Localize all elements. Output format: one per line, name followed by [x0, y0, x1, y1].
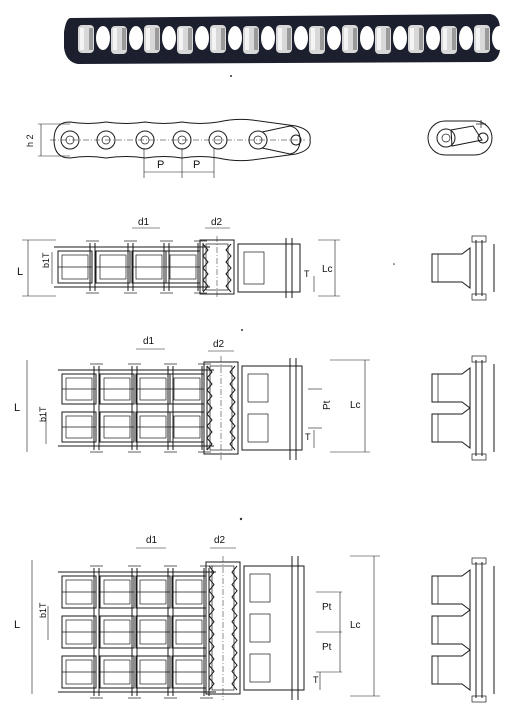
simplex-chain-plan [22, 227, 340, 298]
d2-label-duplex: d2 [213, 339, 225, 350]
L-label-simplex: L [17, 266, 23, 278]
b1T-label-duplex: b1T [38, 406, 48, 422]
b1T-label-simplex: b1T [41, 252, 51, 268]
d1-label-simplex: d1 [138, 217, 150, 228]
d1-label-triplex: d1 [146, 535, 158, 546]
pitch-label-2: P [193, 159, 200, 171]
L-label-duplex: L [14, 402, 20, 414]
Lc-label-simplex: Lc [322, 264, 333, 275]
roller-chain-photo [64, 14, 506, 64]
T-label-simplex: T [304, 269, 310, 279]
T-label-duplex: T [305, 432, 311, 442]
d1-label-duplex: d1 [143, 336, 155, 347]
duplex-chain-plan [26, 348, 370, 460]
h2-label: h 2 [25, 134, 35, 147]
end-view-triplex [431, 557, 495, 703]
Pt-label-triplex-1: Pt [322, 602, 332, 613]
d2-label-simplex: d2 [211, 217, 223, 228]
Lc-label-triplex: Lc [350, 620, 361, 631]
end-view-duplex [431, 355, 495, 461]
end-view-pin [427, 120, 493, 156]
Pt-label-duplex: Pt [322, 400, 333, 410]
d2-label-triplex: d2 [214, 535, 226, 546]
end-view-simplex [431, 235, 495, 301]
pitch-label-1: P [157, 159, 164, 171]
side-view: h 2 P P [25, 118, 311, 178]
triplex-chain-plan [31, 547, 380, 700]
L-label-triplex: L [14, 619, 20, 631]
Pt-label-triplex-2: Pt [322, 642, 332, 653]
Lc-label-duplex: Lc [350, 400, 361, 411]
T-label-triplex: T [313, 675, 319, 685]
b1T-label-triplex: b1T [38, 602, 48, 618]
